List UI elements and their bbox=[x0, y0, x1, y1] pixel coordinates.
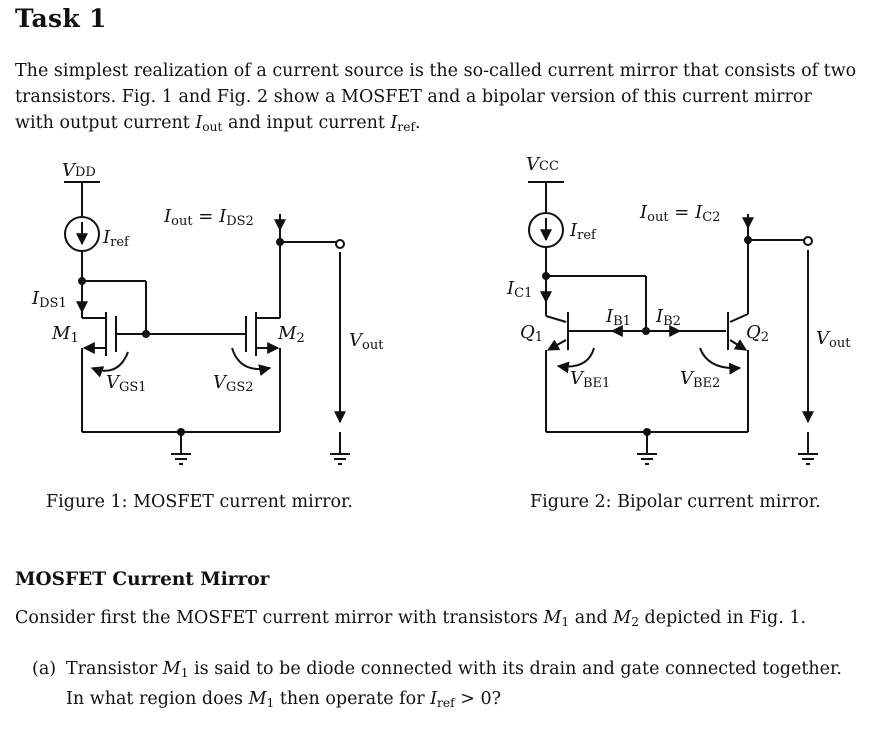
intro-line-2: transistors. Fig. 1 and Fig. 2 show a MO… bbox=[15, 87, 812, 107]
fig2-vbe1-label: VBE1 bbox=[570, 368, 610, 391]
question-line-1: Transistor M1 is said to be diode connec… bbox=[66, 659, 842, 680]
fig2-iref-label: Iref bbox=[569, 220, 597, 243]
fig2-ic1-label: IC1 bbox=[506, 278, 532, 301]
intro-paragraph: The simplest realization of a current so… bbox=[15, 58, 877, 140]
figure2-caption: Figure 2: Bipolar current mirror. bbox=[530, 492, 821, 512]
iout-symbol: Iout bbox=[195, 113, 223, 134]
fig2-vout-label: Vout bbox=[816, 328, 851, 351]
question-line-2: In what region does M1 then operate for … bbox=[66, 689, 501, 710]
intro-line-1: The simplest realization of a current so… bbox=[15, 61, 857, 81]
fig1-m2-label: M2 bbox=[277, 323, 305, 346]
fig1-iref-label: Iref bbox=[102, 227, 130, 250]
fig1-vout-terminal bbox=[335, 239, 345, 249]
mosfet-paragraph: Consider first the MOSFET current mirror… bbox=[15, 608, 807, 629]
fig2-ib1-label: IB1 bbox=[605, 306, 631, 329]
question-label: (a) bbox=[32, 659, 57, 679]
fig1-ids1-label: IDS1 bbox=[31, 288, 67, 311]
iref-symbol: Iref bbox=[390, 113, 416, 134]
figure1-caption: Figure 1: MOSFET current mirror. bbox=[46, 492, 353, 512]
fig1-vgs1-label: VGS1 bbox=[106, 372, 147, 395]
fig1-vdd-label: VDD bbox=[62, 160, 96, 181]
fig2-q1-label: Q1 bbox=[520, 322, 543, 345]
intro-line-3: with output current Iout and input curre… bbox=[15, 113, 421, 134]
fig2-vout-terminal bbox=[803, 236, 813, 246]
fig2-vcc-label: VCC bbox=[526, 154, 559, 175]
circuit-figures: VDD Iref Iout = IDS2 IDS1 M1 M2 VGS1 VGS… bbox=[31, 154, 851, 465]
fig2-q2-label: Q2 bbox=[746, 322, 769, 345]
question-body: Transistor M1 is said to be diode connec… bbox=[66, 656, 886, 716]
fig1-m1-label: M1 bbox=[51, 323, 79, 346]
fig1-vout-label: Vout bbox=[349, 330, 384, 353]
fig2-iout-label: Iout = IC2 bbox=[639, 202, 720, 225]
fig1-vgs2-label: VGS2 bbox=[213, 372, 254, 395]
fig2-ib2-label: IB2 bbox=[655, 306, 681, 329]
fig2-vbe2-label: VBE2 bbox=[680, 368, 720, 391]
fig1-iout-label: Iout = IDS2 bbox=[163, 206, 254, 229]
section-title: MOSFET Current Mirror bbox=[15, 569, 270, 590]
task-title: Task 1 bbox=[15, 4, 107, 33]
